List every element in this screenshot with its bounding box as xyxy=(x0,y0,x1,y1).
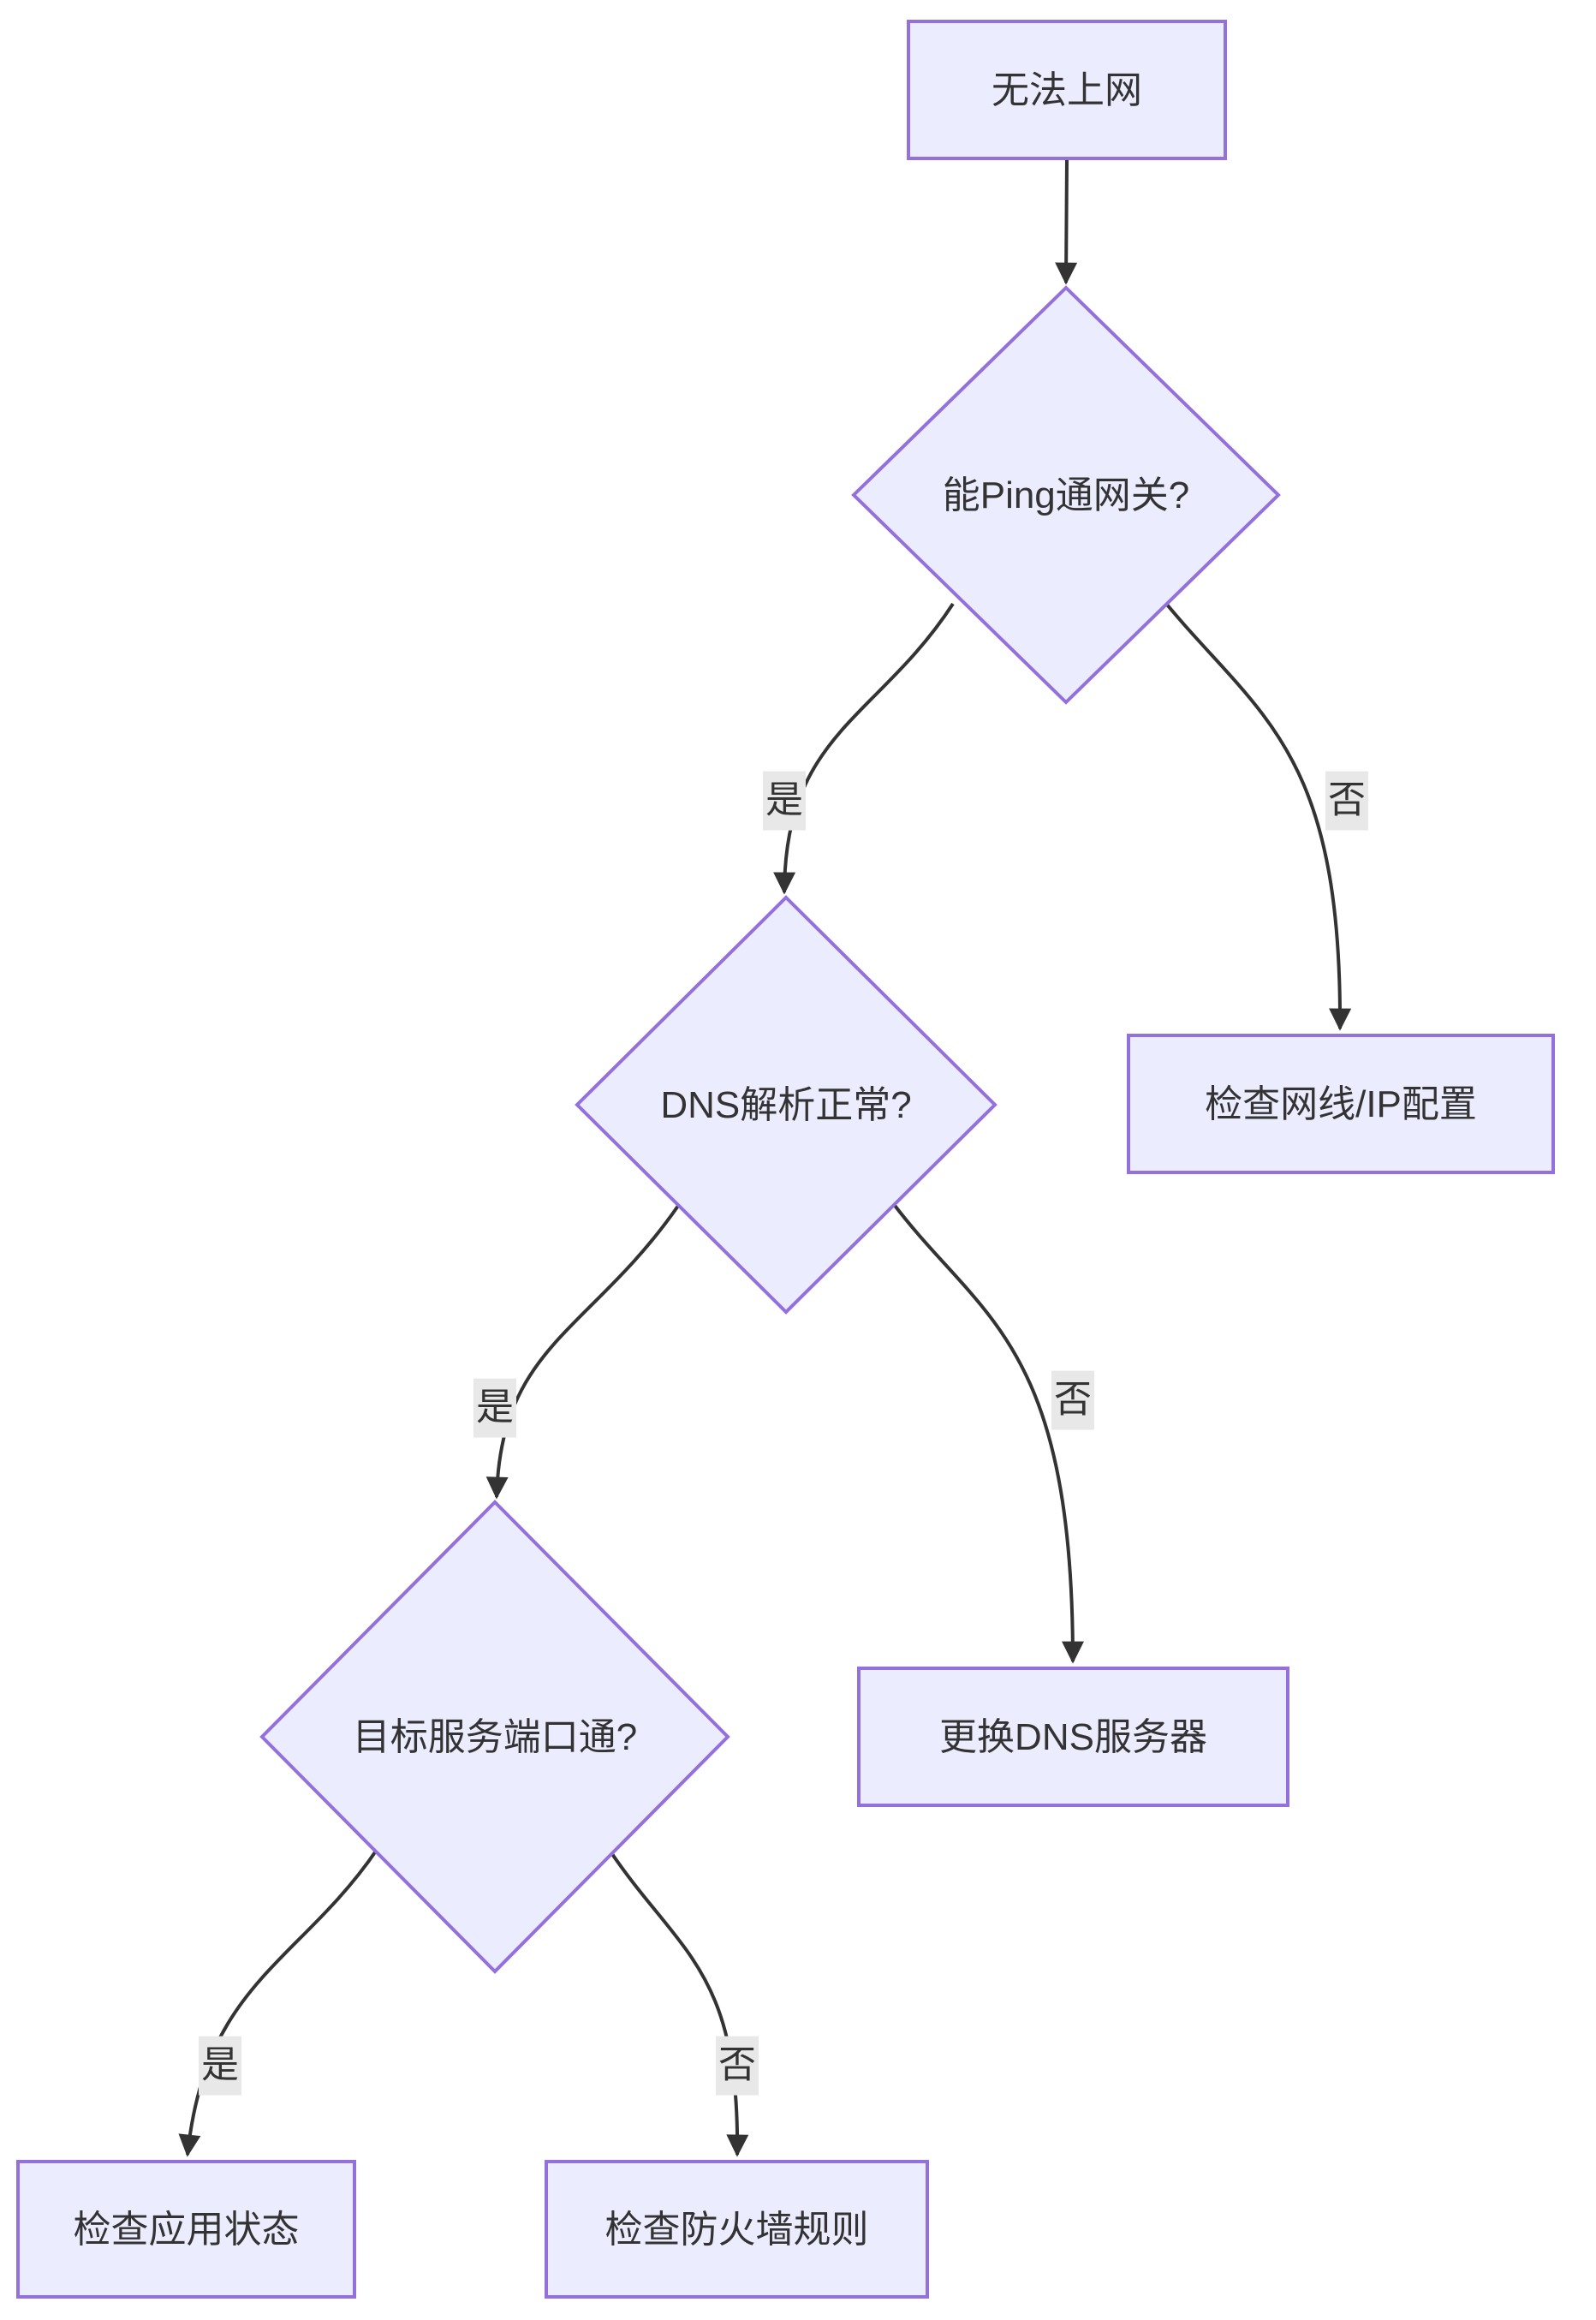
edge-label-yes-dns: 是 xyxy=(473,1378,516,1438)
edge-gateway-no-to-cable xyxy=(1154,589,1352,1031)
node-check-app: 检查应用状态 xyxy=(16,2160,356,2299)
edge-dns-yes-to-port xyxy=(485,1204,680,1500)
edge-label-no-gateway: 否 xyxy=(1325,771,1368,831)
node-check-app-label: 检查应用状态 xyxy=(73,2208,300,2251)
edge-port-no-to-firewall xyxy=(609,1850,749,2157)
edge-start-to-gateway xyxy=(1055,159,1078,285)
edge-gateway-yes-to-dns xyxy=(773,602,955,895)
edge-label-no-dns: 否 xyxy=(1051,1370,1094,1430)
node-check-cable-ip: 检查网线/IP配置 xyxy=(1127,1034,1555,1174)
node-check-firewall-label: 检查防火墙规则 xyxy=(604,2208,869,2251)
edge-port-yes-to-app xyxy=(178,1848,378,2157)
decision-ping-gateway-shape xyxy=(851,285,1281,705)
edge-label-yes-port: 是 xyxy=(199,2036,241,2096)
node-check-firewall: 检查防火墙规则 xyxy=(545,2160,929,2299)
decision-port-shape xyxy=(259,1500,730,1974)
node-check-cable-ip-label: 检查网线/IP配置 xyxy=(1205,1082,1477,1125)
edge-label-yes-gateway: 是 xyxy=(763,771,806,831)
node-start-label: 无法上网 xyxy=(992,69,1142,111)
decision-dns-shape xyxy=(575,895,998,1315)
node-change-dns-label: 更换DNS服务器 xyxy=(939,1715,1207,1758)
node-start: 无法上网 xyxy=(907,20,1227,160)
edge-dns-no-to-changedns xyxy=(891,1202,1084,1664)
edge-label-no-port: 否 xyxy=(716,2036,759,2096)
node-change-dns: 更换DNS服务器 xyxy=(857,1667,1289,1807)
